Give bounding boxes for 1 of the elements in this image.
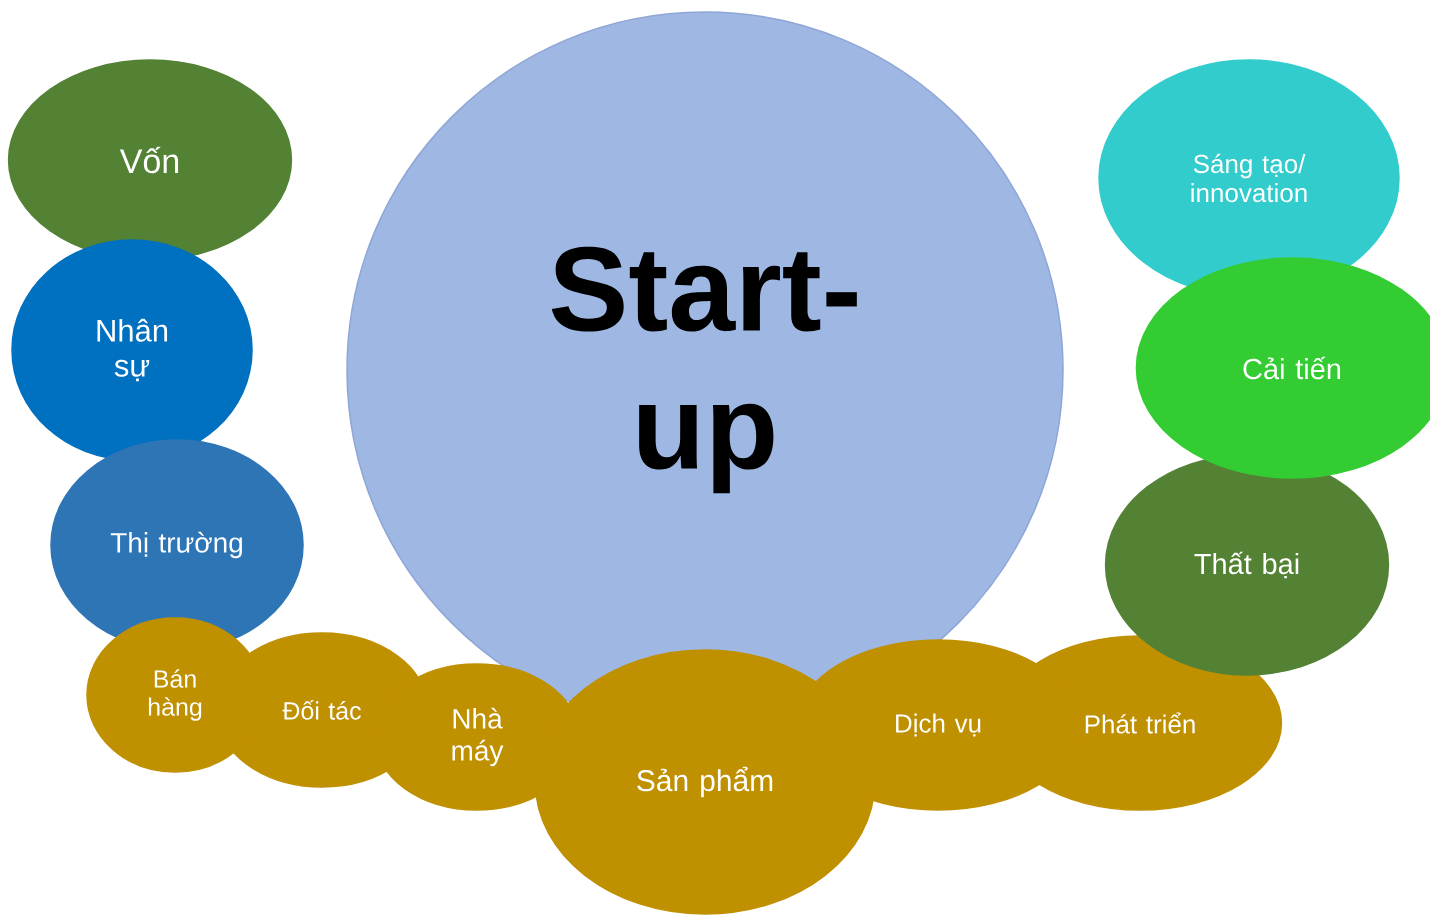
node-label: Sản phẩm [637,766,773,798]
